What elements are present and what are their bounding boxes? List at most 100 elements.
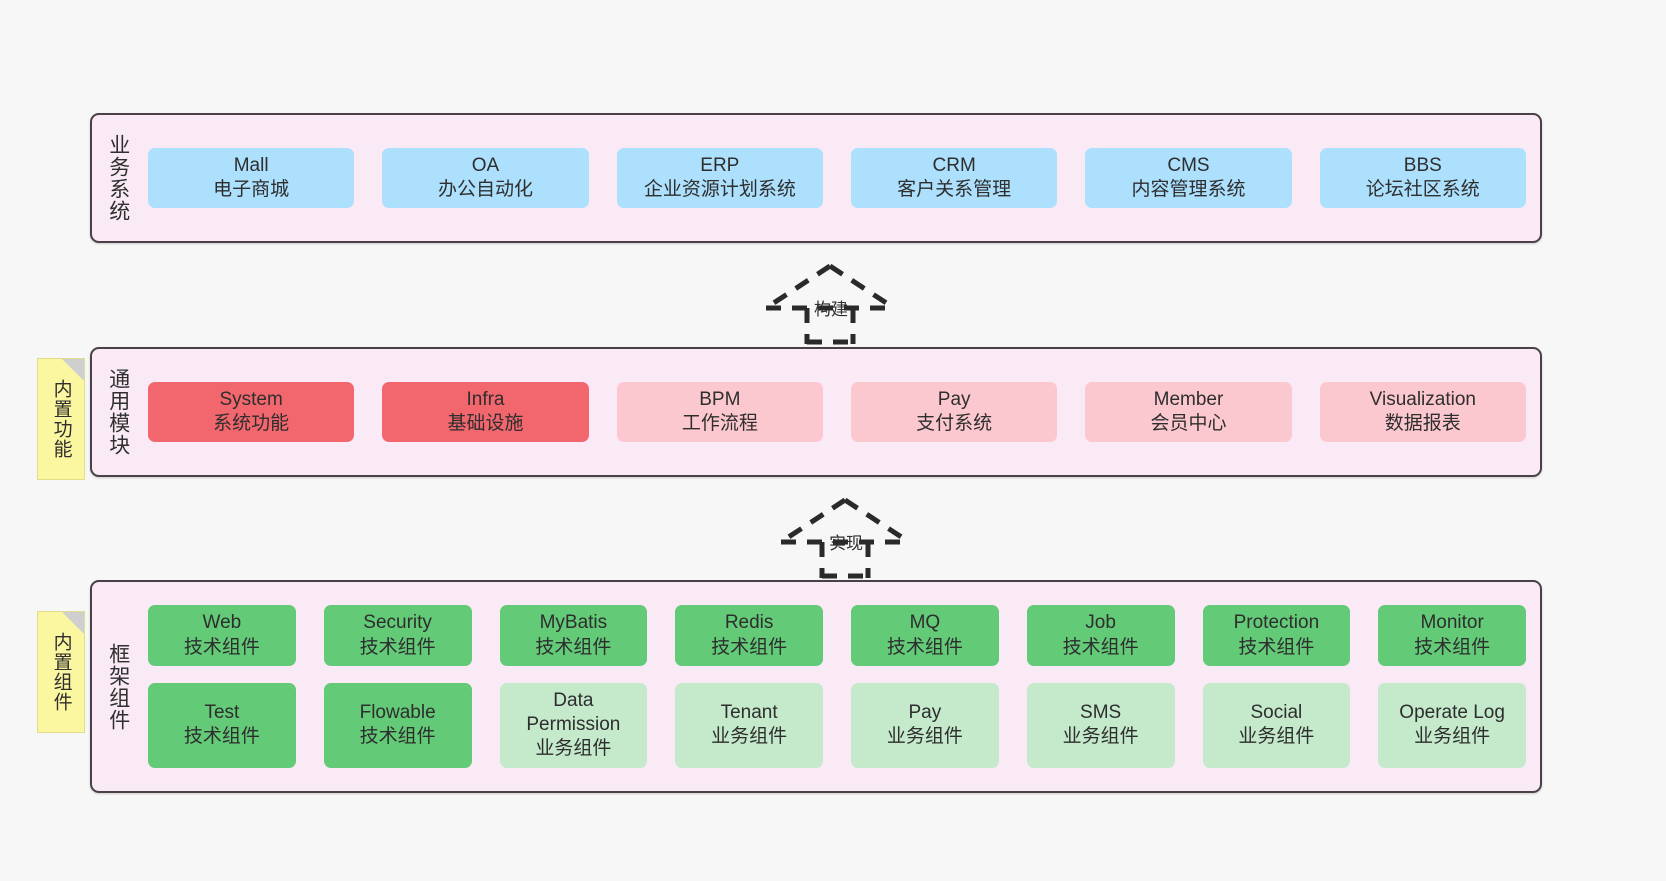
node-row: System 系统功能 Infra 基础设施 BPM 工作流程 Pay 支付系统…	[148, 381, 1526, 443]
node-title: Flowable	[359, 702, 436, 723]
node-title: Infra	[466, 388, 505, 410]
node-subtitle: 基础设施	[447, 413, 524, 434]
node-pay[interactable]: Pay 支付系统	[850, 381, 1058, 443]
node-subtitle: 论坛社区系统	[1365, 179, 1480, 200]
node-title: Social	[1250, 702, 1303, 723]
note-fold-corner-icon	[62, 359, 84, 381]
node-subtitle: 企业资源计划系统	[643, 179, 796, 200]
node-subtitle: 客户关系管理	[897, 179, 1012, 200]
node-title: System	[219, 388, 283, 410]
node-subtitle: 业务组件	[1238, 726, 1315, 748]
node-title: SMS	[1080, 702, 1122, 723]
node-subtitle: 会员中心	[1150, 413, 1227, 434]
node-title: CMS	[1167, 154, 1210, 176]
node-subtitle: 技术组件	[535, 636, 612, 658]
node-oa[interactable]: OA 办公自动化	[382, 147, 589, 209]
node-subtitle: 技术组件	[183, 636, 260, 658]
note-builtin-component-label: 内置组件	[50, 632, 72, 712]
node-system[interactable]: System 系统功能	[148, 381, 355, 443]
node-web[interactable]: Web 技术组件	[148, 605, 296, 666]
note-builtin-function[interactable]: 内置功能	[37, 358, 85, 480]
node-job[interactable]: Job 技术组件	[1026, 605, 1175, 666]
node-title: Monitor	[1420, 612, 1484, 634]
node-title: Redis	[724, 612, 774, 634]
note-builtin-component[interactable]: 内置组件	[37, 611, 85, 733]
layer-framework-component-body: Web 技术组件 Security 技术组件 MyBatis 技术组件 Redi…	[144, 582, 1540, 791]
node-subtitle: 内容管理系统	[1131, 179, 1246, 200]
node-subtitle: 业务组件	[711, 726, 788, 748]
node-title: Data Permission	[526, 689, 621, 736]
node-tenant[interactable]: Tenant 业务组件	[675, 682, 823, 768]
layer-business-system-body: Mall 电子商城 OA 办公自动化 ERP 企业资源计划系统 CRM 客户关系…	[144, 115, 1540, 241]
node-subtitle: 技术组件	[183, 726, 260, 748]
layer-framework-component-label: 框架组件	[106, 642, 130, 731]
node-subtitle: 电子商城	[213, 179, 290, 200]
node-row: Mall 电子商城 OA 办公自动化 ERP 企业资源计划系统 CRM 客户关系…	[148, 147, 1526, 209]
note-fold-corner-icon	[62, 612, 84, 634]
node-subtitle: 办公自动化	[437, 179, 533, 200]
node-title: Job	[1085, 612, 1116, 634]
node-bbs[interactable]: BBS 论坛社区系统	[1319, 147, 1526, 209]
node-title: Visualization	[1369, 388, 1476, 410]
layer-business-system[interactable]: 业务系统 Mall 电子商城 OA 办公自动化 ERP 企业资源计划系统 CRM…	[90, 113, 1542, 243]
layer-framework-component[interactable]: 框架组件 Web 技术组件 Security 技术组件 MyBatis 技术组件…	[90, 580, 1542, 793]
node-member[interactable]: Member 会员中心	[1085, 381, 1292, 443]
node-title: Pay	[937, 388, 971, 410]
node-visualization[interactable]: Visualization 数据报表	[1319, 381, 1526, 443]
node-title: Member	[1153, 388, 1224, 410]
node-title: Test	[204, 702, 240, 723]
node-erp[interactable]: ERP 企业资源计划系统	[616, 147, 823, 209]
node-subtitle: 技术组件	[1238, 636, 1315, 658]
node-security[interactable]: Security 技术组件	[323, 605, 472, 666]
node-cms[interactable]: CMS 内容管理系统	[1085, 147, 1292, 209]
connector-implement-arrow	[775, 496, 915, 579]
node-sms[interactable]: SMS 业务组件	[1026, 682, 1175, 768]
node-title: BPM	[699, 388, 741, 410]
connector-implement-label: 实现	[829, 534, 863, 553]
node-mq[interactable]: MQ 技术组件	[851, 605, 999, 666]
node-subtitle: 技术组件	[1062, 636, 1139, 658]
node-infra[interactable]: Infra 基础设施	[382, 381, 589, 443]
node-title: BBS	[1403, 154, 1442, 176]
node-title: Mall	[233, 154, 269, 176]
node-title: Tenant	[720, 702, 778, 723]
node-title: Security	[363, 612, 432, 634]
connector-build-arrow	[760, 262, 900, 345]
node-title: OA	[471, 154, 500, 176]
layer-common-module[interactable]: 通用模块 System 系统功能 Infra 基础设施 BPM 工作流程 Pay…	[90, 347, 1542, 477]
node-mall[interactable]: Mall 电子商城	[148, 147, 355, 209]
node-subtitle: 技术组件	[711, 636, 788, 658]
node-operate-log[interactable]: Operate Log 业务组件	[1378, 682, 1526, 768]
node-protection[interactable]: Protection 技术组件	[1202, 605, 1351, 666]
node-subtitle: 业务组件	[535, 738, 612, 760]
node-subtitle: 技术组件	[359, 636, 436, 658]
node-test[interactable]: Test 技术组件	[148, 682, 296, 768]
node-redis[interactable]: Redis 技术组件	[675, 605, 823, 666]
node-subtitle: 技术组件	[1414, 636, 1491, 658]
node-subtitle: 数据报表	[1384, 413, 1461, 434]
node-subtitle: 业务组件	[1414, 726, 1491, 748]
node-pay-business[interactable]: Pay 业务组件	[851, 682, 999, 768]
node-subtitle: 业务组件	[1062, 726, 1139, 748]
node-subtitle: 支付系统	[916, 413, 993, 434]
node-row: Web 技术组件 Security 技术组件 MyBatis 技术组件 Redi…	[148, 605, 1526, 666]
node-subtitle: 系统功能	[213, 413, 290, 434]
node-title: CRM	[932, 154, 976, 176]
node-subtitle: 技术组件	[886, 636, 963, 658]
node-crm[interactable]: CRM 客户关系管理	[850, 147, 1058, 209]
node-monitor[interactable]: Monitor 技术组件	[1378, 605, 1526, 666]
node-mybatis[interactable]: MyBatis 技术组件	[499, 605, 648, 666]
node-title: Protection	[1233, 612, 1320, 634]
node-subtitle: 业务组件	[886, 726, 963, 748]
node-title: Operate Log	[1399, 702, 1505, 723]
connector-build-label: 构建	[814, 300, 848, 319]
node-data-permission[interactable]: Data Permission 业务组件	[499, 682, 648, 768]
node-social[interactable]: Social 业务组件	[1202, 682, 1351, 768]
node-flowable[interactable]: Flowable 技术组件	[323, 682, 472, 768]
node-bpm[interactable]: BPM 工作流程	[616, 381, 823, 443]
node-row: Test 技术组件 Flowable 技术组件 Data Permission …	[148, 682, 1526, 768]
node-title: ERP	[700, 154, 740, 176]
layer-common-module-label: 通用模块	[106, 368, 130, 456]
node-title: Web	[202, 612, 242, 634]
